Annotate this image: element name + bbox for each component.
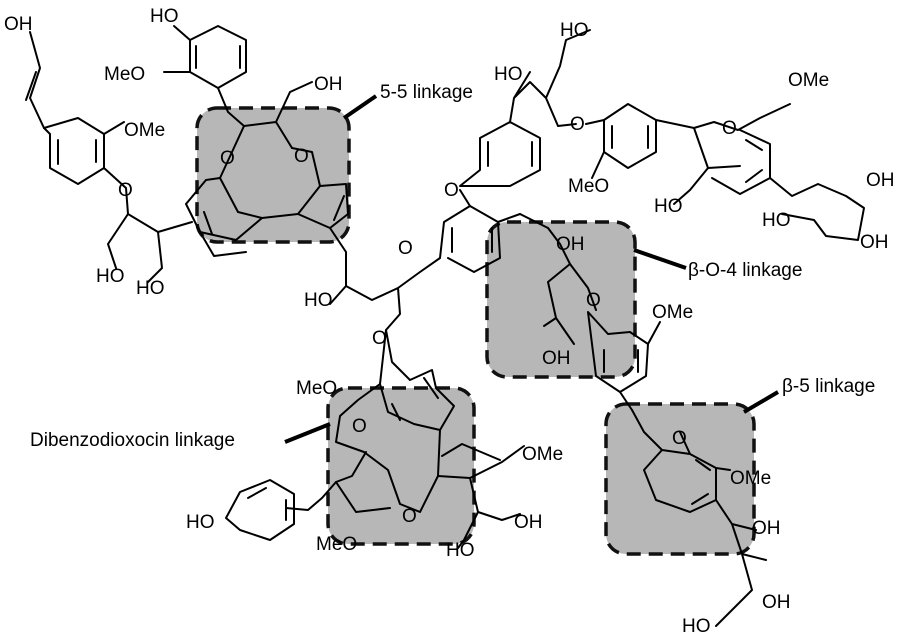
atom-label: OMe xyxy=(652,302,693,323)
atom-label: O xyxy=(220,148,235,169)
atom-label: MeO xyxy=(568,176,609,197)
atom-label: MeO xyxy=(316,534,357,555)
atom-label: OMe xyxy=(124,120,165,141)
atom-label: HO xyxy=(96,266,125,287)
atom-label: MeO xyxy=(296,378,337,399)
callout-beta-5 xyxy=(742,390,780,414)
atom-label: OH xyxy=(752,518,781,539)
atom-labels: OH HO MeO OH OMe O O O HO HO HO O O O HO… xyxy=(4,6,895,637)
atom-label: HO xyxy=(136,278,165,299)
atom-label: HO xyxy=(304,290,333,311)
atom-label: OMe xyxy=(788,70,829,91)
label-5-5-linkage: 5-5 linkage xyxy=(380,82,473,103)
atom-label: O xyxy=(722,118,737,139)
atom-label: OH xyxy=(556,234,585,255)
atom-label: OH xyxy=(860,232,889,253)
atom-label: HO xyxy=(682,616,711,637)
callout-5-5 xyxy=(342,94,378,120)
atom-label: OH xyxy=(866,170,895,191)
label-dibenzodioxocin-linkage: Dibenzodioxocin linkage xyxy=(30,430,235,451)
atom-label: OH xyxy=(314,74,343,95)
callout-beta-o4 xyxy=(633,248,687,270)
callout-dibenzodioxocin xyxy=(284,422,331,444)
atom-label: O xyxy=(570,114,585,135)
highlight-boxes xyxy=(195,106,756,556)
atom-label: HO xyxy=(150,6,179,27)
atom-label: O xyxy=(586,290,601,311)
atom-label: O xyxy=(402,506,417,527)
atom-label: HO xyxy=(654,196,683,217)
atom-label: OH xyxy=(514,512,543,533)
box-dibenzodioxocin-linkage xyxy=(326,386,476,546)
atom-label: O xyxy=(352,416,367,437)
atom-label: HO xyxy=(446,540,475,561)
atom-label: HO xyxy=(762,210,791,231)
atom-label: OMe xyxy=(522,444,563,465)
atom-label: OH xyxy=(762,592,791,613)
linkage-labels: 5-5 linkage β-O-4 linkage β-5 linkage Di… xyxy=(30,82,875,451)
atom-label: O xyxy=(118,180,133,201)
atom-label: O xyxy=(444,180,459,201)
box-5-5-linkage xyxy=(195,106,351,244)
atom-label: HO xyxy=(560,20,589,41)
atom-label: HO xyxy=(186,512,215,533)
label-beta-o4-linkage: β-O-4 linkage xyxy=(688,260,802,281)
atom-label: HO xyxy=(494,64,523,85)
atom-label: OH xyxy=(542,348,571,369)
atom-label: O xyxy=(398,238,413,259)
atom-label: O xyxy=(372,328,387,349)
atom-label: MeO xyxy=(104,64,145,85)
atom-label: O xyxy=(294,146,309,167)
callout-lines xyxy=(284,94,780,444)
atom-label: O xyxy=(672,428,687,449)
atom-label: OH xyxy=(4,14,33,35)
box-beta-o4-linkage xyxy=(485,220,637,379)
label-beta-5-linkage: β-5 linkage xyxy=(782,376,875,397)
box-beta-5-linkage xyxy=(604,402,756,556)
bond-network xyxy=(25,25,865,627)
atom-label: OMe xyxy=(730,468,771,489)
